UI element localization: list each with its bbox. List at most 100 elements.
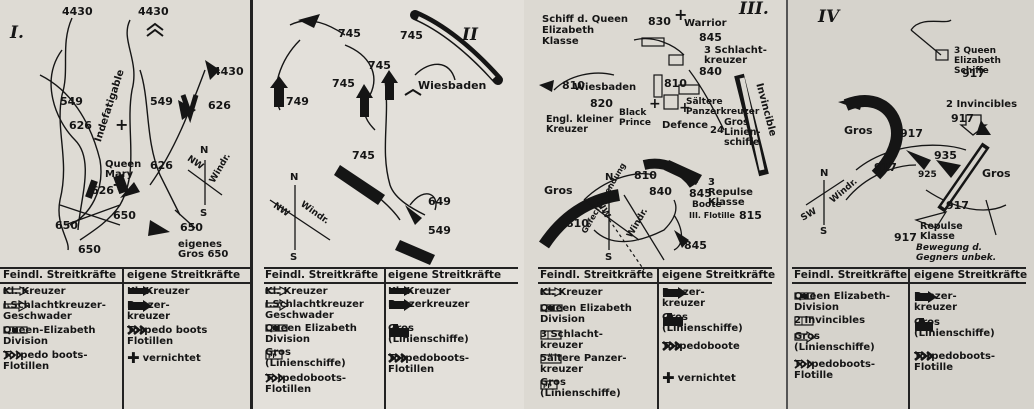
svg-text:+: +: [112, 175, 125, 194]
queen-elizabeth-icon: [794, 292, 815, 300]
legend-item: Torpedoboots- Flotillen: [388, 353, 470, 375]
legend-item: ✚ vernichtet: [662, 369, 736, 387]
battleship-outline-icon: PP: [265, 350, 283, 360]
legend-enemy-header: Feindl. Streitkräfte: [794, 269, 908, 281]
ship-label: Gros: [982, 167, 1011, 180]
ship-label: Engl. kleiner Kreuzer: [546, 114, 614, 135]
compass-north: N: [290, 172, 299, 183]
legend-item: Kl. Kreuzer: [265, 286, 328, 297]
legend-item: I.Schlachtkreuzer- Geschwader: [3, 300, 106, 322]
torpedo-boat-solid-icon: [914, 351, 934, 361]
legend-enemy-header: Feindl. Streitkräfte: [3, 269, 117, 281]
time-label: 917: [900, 127, 923, 140]
time-label: 840: [649, 185, 672, 198]
time-label: 549: [150, 95, 173, 108]
svg-text:+: +: [674, 5, 687, 24]
time-label: 626: [69, 119, 92, 132]
legend-item: Kl. Kreuzer: [540, 287, 603, 298]
battlecruiser-outline-icon: [794, 316, 814, 326]
time-label: 549: [60, 95, 83, 108]
time-label: 650: [55, 219, 78, 232]
time-label: 840: [699, 65, 722, 78]
svg-text:+: +: [679, 100, 691, 116]
panel-4: IV 3 Queen Elizabeth Schiffe 917 2 Invin…: [786, 0, 1034, 409]
armored-cruiser-icon: [389, 299, 413, 311]
legend-item: Panzerkreuzer: [388, 299, 470, 311]
legend-own-header: eigene Streitkräfte: [662, 269, 776, 281]
legend-item: I.Schlachtkreuzer Geschwader: [265, 299, 364, 321]
ship-label: Repulse Klasse: [920, 221, 963, 242]
time-label: 650: [113, 209, 136, 222]
legend-item: Torpedoboots- Flotille: [794, 359, 876, 381]
time-label: 845: [684, 239, 707, 252]
outline-arrow-icon: [265, 286, 289, 296]
armored-cruiser-icon: [915, 291, 937, 303]
panel-3: + + + III. Schiff d. Queen Elizabeth Kla…: [524, 0, 786, 409]
time-label: 4430: [213, 65, 244, 78]
outline-arrow-icon: [3, 286, 29, 296]
time-label: 810: [566, 217, 589, 230]
panel-2-roman: II: [462, 25, 478, 45]
legend-item: Panzer- kreuzer: [662, 287, 705, 309]
compass-south: S: [200, 208, 208, 219]
time-label: 4430: [62, 5, 93, 18]
ship-label: Bewegung d. Gegners unbek.: [916, 243, 997, 263]
panel-1-legend: Feindl. Streitkräfte eigene Streitkräfte…: [0, 267, 250, 409]
panel-4-roman: IV: [818, 7, 840, 27]
armored-cruiser-icon: [663, 287, 687, 299]
ship-label: Warrior: [684, 18, 727, 29]
ship-label: 3 Repulse Klasse: [708, 177, 753, 208]
legend-item: Queen Elizabeth Division: [540, 303, 632, 325]
solid-arrow-icon: [128, 286, 152, 296]
legend-item: 2 Invincibles: [794, 315, 866, 326]
battlecruiser-outline-icon: [540, 330, 562, 340]
ship-label: 3 Queen Elizabeth Schiffe: [954, 46, 1001, 76]
panel-1-track-map: + +: [39, 17, 223, 251]
torpedo-boat-solid-icon: [388, 353, 408, 363]
time-label: 810: [664, 77, 687, 90]
panel-2: II 745 749 745 745 745 Wiesbaden 745 649…: [250, 0, 524, 409]
time-label: 626: [208, 99, 231, 112]
legend-item: Queen Elizabeth Division: [265, 323, 357, 345]
legend-item: ✚ vernichtet: [127, 349, 201, 367]
legend-item: Kl. Kreuzer: [3, 286, 66, 297]
compass-south: S: [820, 226, 828, 237]
ship-label: Gros Linien-schiffe: [724, 117, 761, 148]
legend-item: Queen-Elizabeth Division: [3, 325, 96, 347]
time-label: 830: [648, 15, 671, 28]
ship-label: Gros: [844, 124, 873, 137]
time-label: 917: [894, 231, 917, 244]
battleship-solid-icon: [663, 313, 683, 326]
panel-3-legend: Feindl. Streitkräfte eigene Streitkräfte…: [524, 267, 786, 409]
time-label: 745: [352, 149, 375, 162]
legend-item: Torpedo boots- Flotillen: [3, 350, 88, 372]
time-label: 549: [428, 224, 451, 237]
battleship-solid-icon: [915, 318, 933, 331]
time-label: 917: [874, 161, 897, 174]
battleship-solid-icon: [389, 324, 409, 337]
legend-item: PP Gros (Linienschiffe): [540, 377, 621, 399]
time-label: 626: [91, 184, 114, 197]
compass-north: N: [200, 145, 209, 156]
ship-label: III. Flotille: [689, 211, 735, 220]
legend-enemy-header: Feindl. Streitkräfte: [540, 269, 654, 281]
armored-cruiser-outline-icon: [540, 354, 562, 364]
panel-4-track-map: [805, 19, 1007, 236]
panel-2-track-map: [269, 10, 503, 265]
legend-item: Gros (Linienschiffe): [914, 317, 995, 339]
outline-arrow-icon: [794, 331, 816, 343]
panel-4-legend: Feindl. Streitkräfte eigene Streitkräfte…: [786, 267, 1034, 409]
panel-1: + + I. 4430 4430 4430 549 549 626 626 62…: [0, 0, 250, 409]
compass-north: N: [820, 168, 829, 179]
time-label: 745: [368, 59, 391, 72]
outline-arrow-icon: [540, 287, 564, 297]
ship-label: Sältere Panzerkreuzer: [686, 97, 760, 117]
ship-label: 3 Schlacht-kreuzer: [704, 45, 767, 66]
time-label: 845: [699, 31, 722, 44]
ship-label: Black Prince: [619, 108, 651, 128]
time-label: 649: [428, 195, 451, 208]
time-label: 745: [400, 29, 423, 42]
legend-item: Panzer- kreuzer: [127, 300, 170, 322]
time-label: 650: [78, 243, 101, 256]
time-label: 745: [332, 77, 355, 90]
